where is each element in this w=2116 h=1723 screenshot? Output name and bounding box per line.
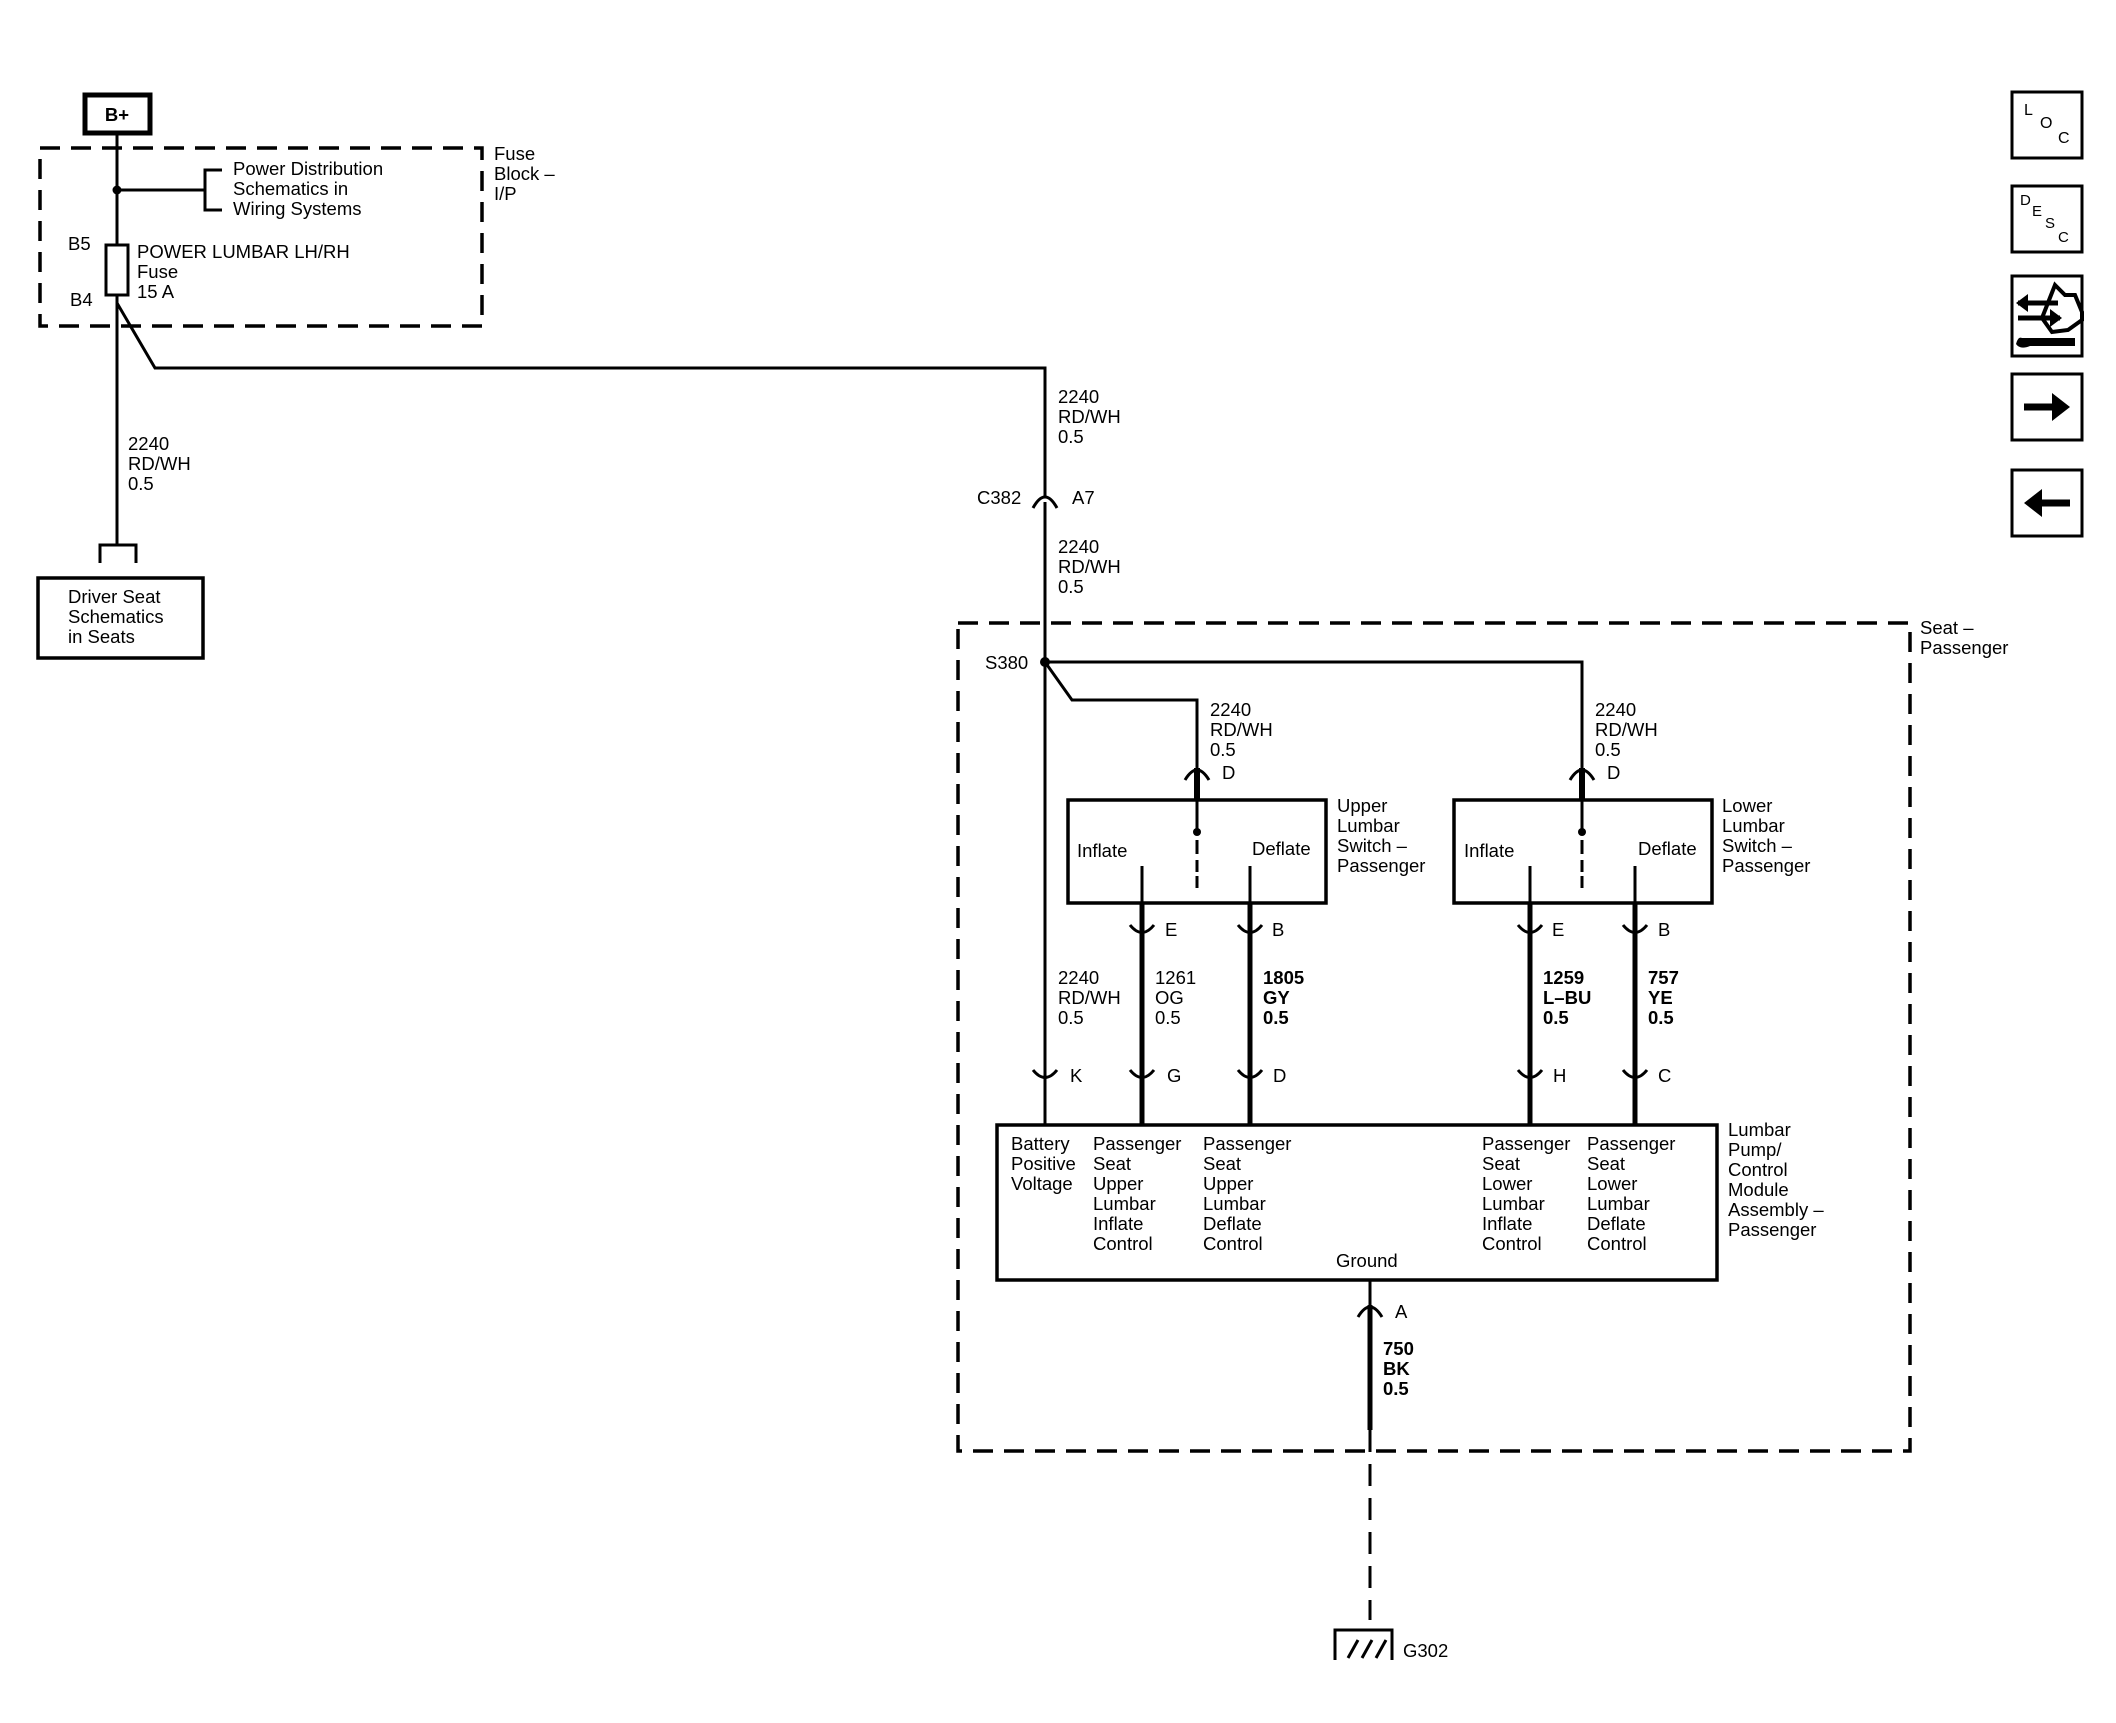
desc-button[interactable]: D E S C: [2010, 184, 2084, 254]
lower-switch-deflate: Deflate: [1638, 838, 1697, 859]
upper-switch-inflate: Inflate: [1077, 840, 1127, 861]
arrow-left-icon: [2024, 489, 2070, 517]
wire-main-feed-lower: 2240 RD/WH 0.5: [1058, 536, 1126, 597]
driver-seat-ref[interactable]: [36, 576, 205, 660]
wire-driver-feed: 2240 RD/WH 0.5: [128, 433, 196, 494]
lower-switch-pin-d: D: [1607, 762, 1620, 783]
upper-switch-pin-e: E: [1165, 919, 1177, 940]
wire-upper-inflate: 1261 OG 0.5: [1155, 967, 1201, 1028]
ground-label: G302: [1403, 1640, 1448, 1661]
next-page-button[interactable]: [2010, 372, 2084, 442]
driver-connector-symbol: [98, 543, 138, 563]
prev-page-button[interactable]: [2010, 468, 2084, 538]
upper-switch-name: Upper Lumbar Switch – Passenger: [1337, 795, 1425, 876]
module-pin-k: K: [1070, 1065, 1083, 1086]
svg-text:C: C: [2058, 130, 2070, 147]
fuse-info: POWER LUMBAR LH/RH Fuse 15 A: [137, 241, 355, 302]
module-lower-deflate-label: Passenger Seat Lower Lumbar Deflate Cont…: [1587, 1133, 1681, 1254]
module-upper-deflate-label: Passenger Seat Upper Lumbar Deflate Cont…: [1203, 1133, 1297, 1254]
splice-label: S380: [985, 652, 1028, 673]
battery-label: B+: [105, 104, 129, 125]
module-upper-inflate-label: Passenger Seat Upper Lumbar Inflate Cont…: [1093, 1133, 1187, 1254]
wire-main-feed-upper: 2240 RD/WH 0.5: [1058, 386, 1126, 447]
module-ground-label: Ground: [1336, 1250, 1398, 1271]
svg-text:L: L: [2024, 102, 2033, 119]
upper-switch-deflate: Deflate: [1252, 838, 1311, 859]
upper-switch-pin-d: D: [1222, 762, 1235, 783]
power-distribution-ref[interactable]: Power Distribution Schematics in Wiring …: [233, 158, 388, 219]
upper-switch-pin-b: B: [1272, 919, 1284, 940]
wire-upper-switch-feed: 2240 RD/WH 0.5: [1210, 699, 1278, 760]
fuse-symbol: [104, 243, 130, 297]
wire-lower-switch-feed: 2240 RD/WH 0.5: [1595, 699, 1663, 760]
module-lower-inflate-label: Passenger Seat Lower Lumbar Inflate Cont…: [1482, 1133, 1576, 1254]
svg-text:E: E: [2032, 203, 2042, 220]
fuse-block-boundary: [38, 146, 484, 328]
module-pin-a: A: [1395, 1301, 1408, 1322]
seat-area-label: Seat – Passenger: [1920, 617, 2008, 658]
module-pin-d: D: [1273, 1065, 1286, 1086]
module-pin-g: G: [1167, 1065, 1181, 1086]
lower-switch-name: Lower Lumbar Switch – Passenger: [1722, 795, 1810, 876]
lumbar-control-module: [995, 1123, 1719, 1282]
svg-text:O: O: [2040, 115, 2052, 132]
svg-text:S: S: [2045, 215, 2055, 232]
wire-module-battery: 2240 RD/WH 0.5: [1058, 967, 1126, 1028]
module-input-connectors: [1031, 1069, 1649, 1079]
wire-lower-inflate: 1259 L–BU 0.5: [1543, 967, 1596, 1028]
fuse-pin-out: B4: [70, 289, 93, 310]
module-pin-c: C: [1658, 1065, 1671, 1086]
lower-switch-pin-b: B: [1658, 919, 1670, 940]
svg-text:D: D: [2020, 192, 2031, 209]
c382-name: C382: [977, 487, 1021, 508]
wire-upper-deflate: 1805 GY 0.5: [1263, 967, 1309, 1028]
lower-switch-inflate: Inflate: [1464, 840, 1514, 861]
module-pin-h: H: [1553, 1065, 1566, 1086]
wire-lower-deflate: 757 YE 0.5: [1648, 967, 1684, 1028]
driver-seat-ref-text: Driver Seat Schematics in Seats: [68, 586, 169, 647]
fuse-pin-in: B5: [68, 233, 91, 254]
c382-pin: A7: [1072, 487, 1095, 508]
module-battery-label: Battery Positive Voltage: [1011, 1133, 1081, 1194]
c382-connector-symbol: [1031, 495, 1059, 509]
loc-button[interactable]: L O C: [2010, 90, 2084, 160]
svg-text:C: C: [2058, 229, 2069, 246]
arrow-right-icon: [2024, 393, 2070, 421]
lower-switch-pin-e: E: [1552, 919, 1564, 940]
battery-terminal: B+: [82, 92, 153, 136]
wire-ground: 750 BK 0.5: [1383, 1338, 1419, 1399]
seat-passenger-boundary: [956, 621, 1912, 1453]
connector-tools-icon[interactable]: [2010, 274, 2084, 358]
ground-symbol-icon: [1333, 1628, 1394, 1660]
module-name: Lumbar Pump/ Control Module Assembly – P…: [1728, 1119, 1829, 1240]
fuse-block-label: Fuse Block – I/P: [494, 143, 560, 204]
switch-output-connectors: [1128, 924, 1649, 934]
